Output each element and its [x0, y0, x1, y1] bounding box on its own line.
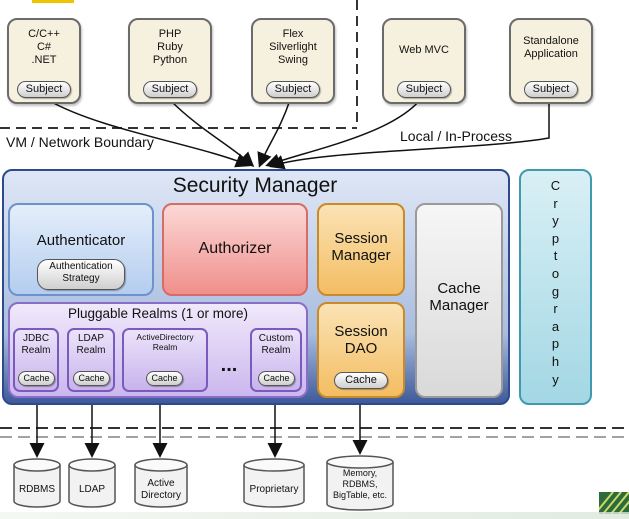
client-label: Standalone Application: [523, 35, 579, 60]
cache-manager-title: Cache Manager: [429, 280, 489, 315]
client-label: Web MVC: [399, 44, 449, 56]
datastore-memory: Memory, RDBMS, BigTable, etc.: [326, 455, 394, 511]
security-manager-title: Security Manager: [172, 174, 338, 197]
cryptography-letter: C: [550, 178, 561, 193]
session-dao-title: Session DAO: [334, 323, 388, 358]
cylinder-icon: [326, 455, 394, 511]
client-label: PHP Ruby Python: [152, 28, 188, 66]
authenticator-box: [8, 203, 154, 296]
client-box-1: C/C++ C# .NET Subject: [7, 18, 81, 104]
cylinder-icon: [243, 458, 305, 508]
session-manager-box: [317, 203, 405, 296]
subject-badge: Subject: [17, 81, 71, 98]
authorizer-box: [162, 203, 308, 296]
authorizer-title: Authorizer: [198, 240, 272, 257]
authentication-strategy-label: Authentication Strategy: [49, 261, 113, 284]
client-box-5: Standalone Application Subject: [509, 18, 593, 104]
cache-manager-box: [415, 203, 503, 398]
cryptography-letter: t: [553, 248, 558, 264]
local-boundary-label: Local / In-Process: [400, 128, 513, 144]
subject-badge: Subject: [143, 81, 197, 98]
cryptography-letter: h: [551, 353, 560, 369]
yellow-mark: [32, 0, 74, 3]
realm-cache-badge: Cache: [18, 371, 55, 386]
cryptography-letter: g: [551, 283, 560, 299]
client-box-4: Web MVC Subject: [382, 18, 466, 104]
session-dao-cache-badge: Cache: [334, 372, 388, 389]
datastore-label: LDAP: [78, 484, 106, 495]
realm-cache-badge: Cache: [146, 371, 183, 386]
cylinder-icon: [134, 458, 188, 508]
realm-label: JDBC Realm: [21, 333, 51, 356]
datastore-ldap: LDAP: [68, 458, 116, 508]
client-box-3: Flex Silverlight Swing Subject: [251, 18, 335, 104]
client-label: Flex Silverlight Swing: [269, 28, 317, 66]
realm-cache-badge: Cache: [73, 371, 110, 386]
cryptography-letter: a: [551, 318, 560, 334]
bottom-faded-bar: [0, 512, 629, 519]
cryptography-letter: p: [551, 336, 560, 352]
subject-badge: Subject: [524, 81, 578, 98]
subject-badge: Subject: [397, 81, 451, 98]
realm-label: LDAP Realm: [76, 333, 106, 356]
realm-cache-badge: Cache: [258, 371, 295, 386]
datastore-proprietary: Proprietary: [243, 458, 305, 508]
client-box-2: PHP Ruby Python Subject: [128, 18, 212, 104]
cryptography-letter: y: [552, 213, 559, 229]
pluggable-realms-title: Pluggable Realms (1 or more): [67, 306, 249, 321]
client-label: C/C++ C# .NET: [28, 28, 60, 66]
cryptography-letter: p: [551, 230, 560, 246]
datastore-label: Proprietary: [249, 484, 299, 495]
datastore-label: Memory, RDBMS, BigTable, etc.: [332, 468, 388, 500]
realm-label: Custom Realm: [258, 333, 294, 356]
datastore-label: RDBMS: [18, 484, 56, 495]
cylinder-icon: [13, 458, 61, 508]
cryptography-letter: r: [553, 195, 558, 211]
authenticator-title: Authenticator: [36, 232, 126, 249]
session-manager-title: Session Manager: [331, 230, 391, 265]
stripe-decoration: [599, 492, 629, 514]
realm-label: ActiveDirectory Realm: [136, 332, 194, 352]
cryptography-letter: o: [551, 265, 560, 281]
authentication-strategy-badge: Authentication Strategy: [37, 259, 125, 290]
cryptography-letter: y: [552, 371, 559, 387]
cryptography-letter: r: [553, 301, 558, 317]
arrow-c1: [47, 99, 251, 168]
arrow-c5: [269, 101, 550, 170]
datastore-rdbms: RDBMS: [13, 458, 61, 508]
cryptography-box: [519, 169, 592, 405]
datastore-active-directory: Active Directory: [134, 458, 188, 508]
realms-ellipsis: ...: [220, 354, 238, 376]
datastore-label: Active Directory: [140, 478, 181, 501]
network-boundary-label: VM / Network Boundary: [6, 134, 154, 150]
subject-badge: Subject: [266, 81, 320, 98]
arrow-c2: [169, 99, 255, 168]
arrow-c3: [257, 99, 291, 168]
cylinder-icon: [68, 458, 116, 508]
